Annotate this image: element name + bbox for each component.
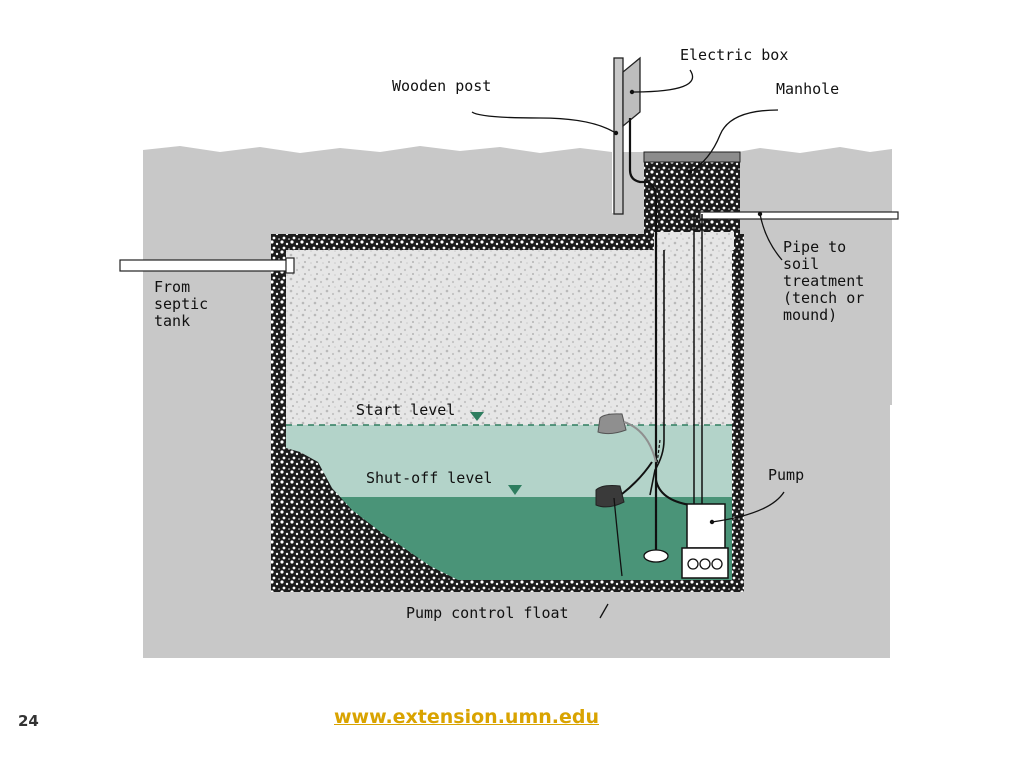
leader-dot-electric-box (629, 89, 635, 95)
shut-off-level-marker (508, 485, 522, 495)
leader-pump (711, 491, 785, 523)
leader-float-label (599, 603, 609, 619)
pump-intake-2 (699, 558, 711, 570)
inlet-pipe-end (285, 257, 295, 274)
leader-float (613, 497, 623, 577)
label-electric-box: Electric box (680, 46, 788, 64)
label-from-line-2: septic (154, 295, 208, 313)
pump-body (686, 503, 726, 549)
label-pipe-line-4: (tench or (783, 289, 864, 307)
label-pipe-line-5: mound) (783, 306, 837, 324)
float-suspension (649, 250, 665, 496)
pump-intake-3 (711, 558, 723, 570)
leader-electric-box (631, 69, 694, 93)
source-url-link[interactable]: www.extension.umn.edu (334, 706, 599, 728)
label-shut-off-level: Shut-off level (366, 469, 492, 487)
leader-pipe (759, 213, 783, 261)
label-pipe-to-soil-treatment: Pipe to soil treatment (tench or mound) (783, 238, 873, 324)
label-from-line-1: From (154, 278, 190, 296)
manhole-riser (644, 160, 740, 240)
float-shutoff-position (595, 485, 625, 508)
manhole-cover (643, 151, 741, 163)
wooden-post (613, 57, 624, 215)
float-anchor-line (655, 439, 661, 552)
leader-wooden-post (471, 111, 615, 133)
leader-dot-manhole (687, 169, 693, 175)
label-wooden-post: Wooden post (392, 77, 491, 95)
float-start-tether (623, 421, 657, 463)
label-pump: Pump (768, 466, 804, 484)
leader-dot-pipe (757, 211, 763, 217)
float-start-position (597, 413, 627, 435)
leader-dot-pump (709, 519, 715, 525)
electric-cable (628, 118, 658, 560)
pump-cable (655, 479, 691, 506)
label-pipe-line-2: soil (783, 255, 819, 273)
inlet-pipe (119, 259, 291, 272)
label-from-line-3: tank (154, 312, 190, 330)
pump-base (681, 547, 729, 579)
label-pipe-line-1: Pipe to (783, 238, 846, 256)
pump-intake-1 (687, 558, 699, 570)
leader-manhole (689, 109, 779, 173)
label-pump-control-float: Pump control float (406, 604, 569, 622)
outlet-pipe (699, 211, 899, 220)
label-from-septic-tank: From septic tank (154, 278, 217, 330)
leader-dot-wooden-post (613, 130, 619, 136)
start-level-marker (470, 412, 484, 421)
gravel-bank (286, 448, 458, 580)
label-start-level: Start level (356, 401, 455, 419)
float-shutoff-tether (621, 461, 653, 495)
slide-number: 24 (18, 712, 39, 730)
label-pipe-line-3: treatment (783, 272, 864, 290)
float-anchor (643, 549, 669, 563)
label-manhole: Manhole (776, 80, 839, 98)
